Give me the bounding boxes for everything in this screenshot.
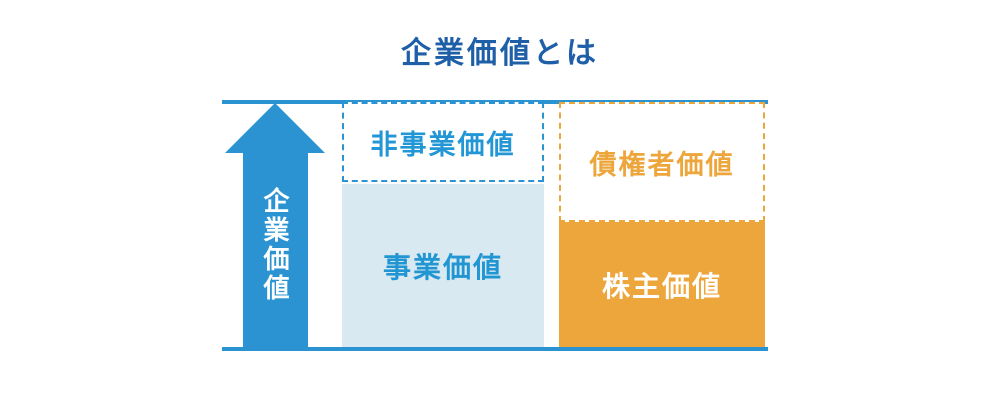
business-value-box: 事業価値	[342, 184, 544, 347]
non-business-value-label: 非事業価値	[370, 129, 516, 160]
bottom-rule-line	[222, 347, 768, 351]
enterprise-value-arrow-label: 企業価値	[260, 187, 290, 303]
business-value-label: 事業価値	[382, 251, 503, 283]
shareholder-value-label: 株主価値	[601, 270, 722, 302]
non-business-value-box: 非事業価値	[342, 102, 544, 182]
creditor-value-box: 債権者価値	[559, 102, 765, 222]
shareholder-value-box: 株主価値	[559, 222, 765, 347]
diagram-title: 企業価値とは	[401, 37, 599, 70]
up-arrow-icon	[225, 103, 325, 153]
creditor-value-label: 債権者価値	[589, 149, 735, 180]
up-arrow-shaft	[243, 151, 308, 347]
